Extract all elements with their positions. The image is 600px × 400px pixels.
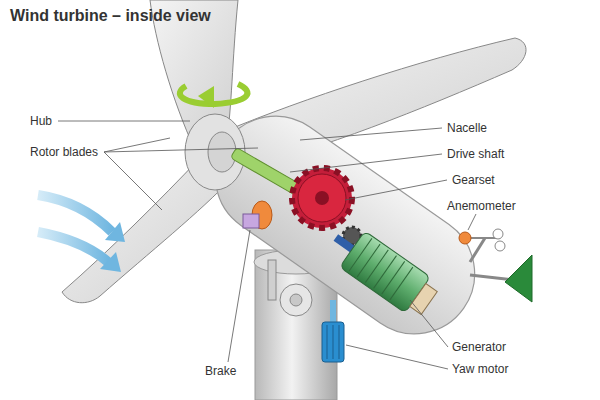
brake — [243, 201, 272, 229]
part-label: Gearset — [452, 173, 495, 187]
anemometer — [459, 229, 532, 302]
part-label: Nacelle — [447, 121, 487, 135]
generator — [323, 220, 442, 321]
leader-lines — [58, 121, 476, 369]
part-label: Anemometer — [447, 199, 516, 213]
part-label: Generator — [452, 340, 506, 354]
part-label: Yaw motor — [452, 362, 508, 376]
gearset — [292, 168, 361, 245]
wind-arrows — [38, 195, 125, 272]
part-label: Brake — [205, 364, 236, 378]
part-label: Hub — [30, 114, 52, 128]
rotation-arrow — [180, 84, 248, 108]
yaw-motor — [322, 300, 344, 362]
part-label: Rotor blades — [30, 145, 98, 159]
part-label: Drive shaft — [447, 147, 504, 161]
diagram-title: Wind turbine – inside view — [10, 6, 211, 26]
